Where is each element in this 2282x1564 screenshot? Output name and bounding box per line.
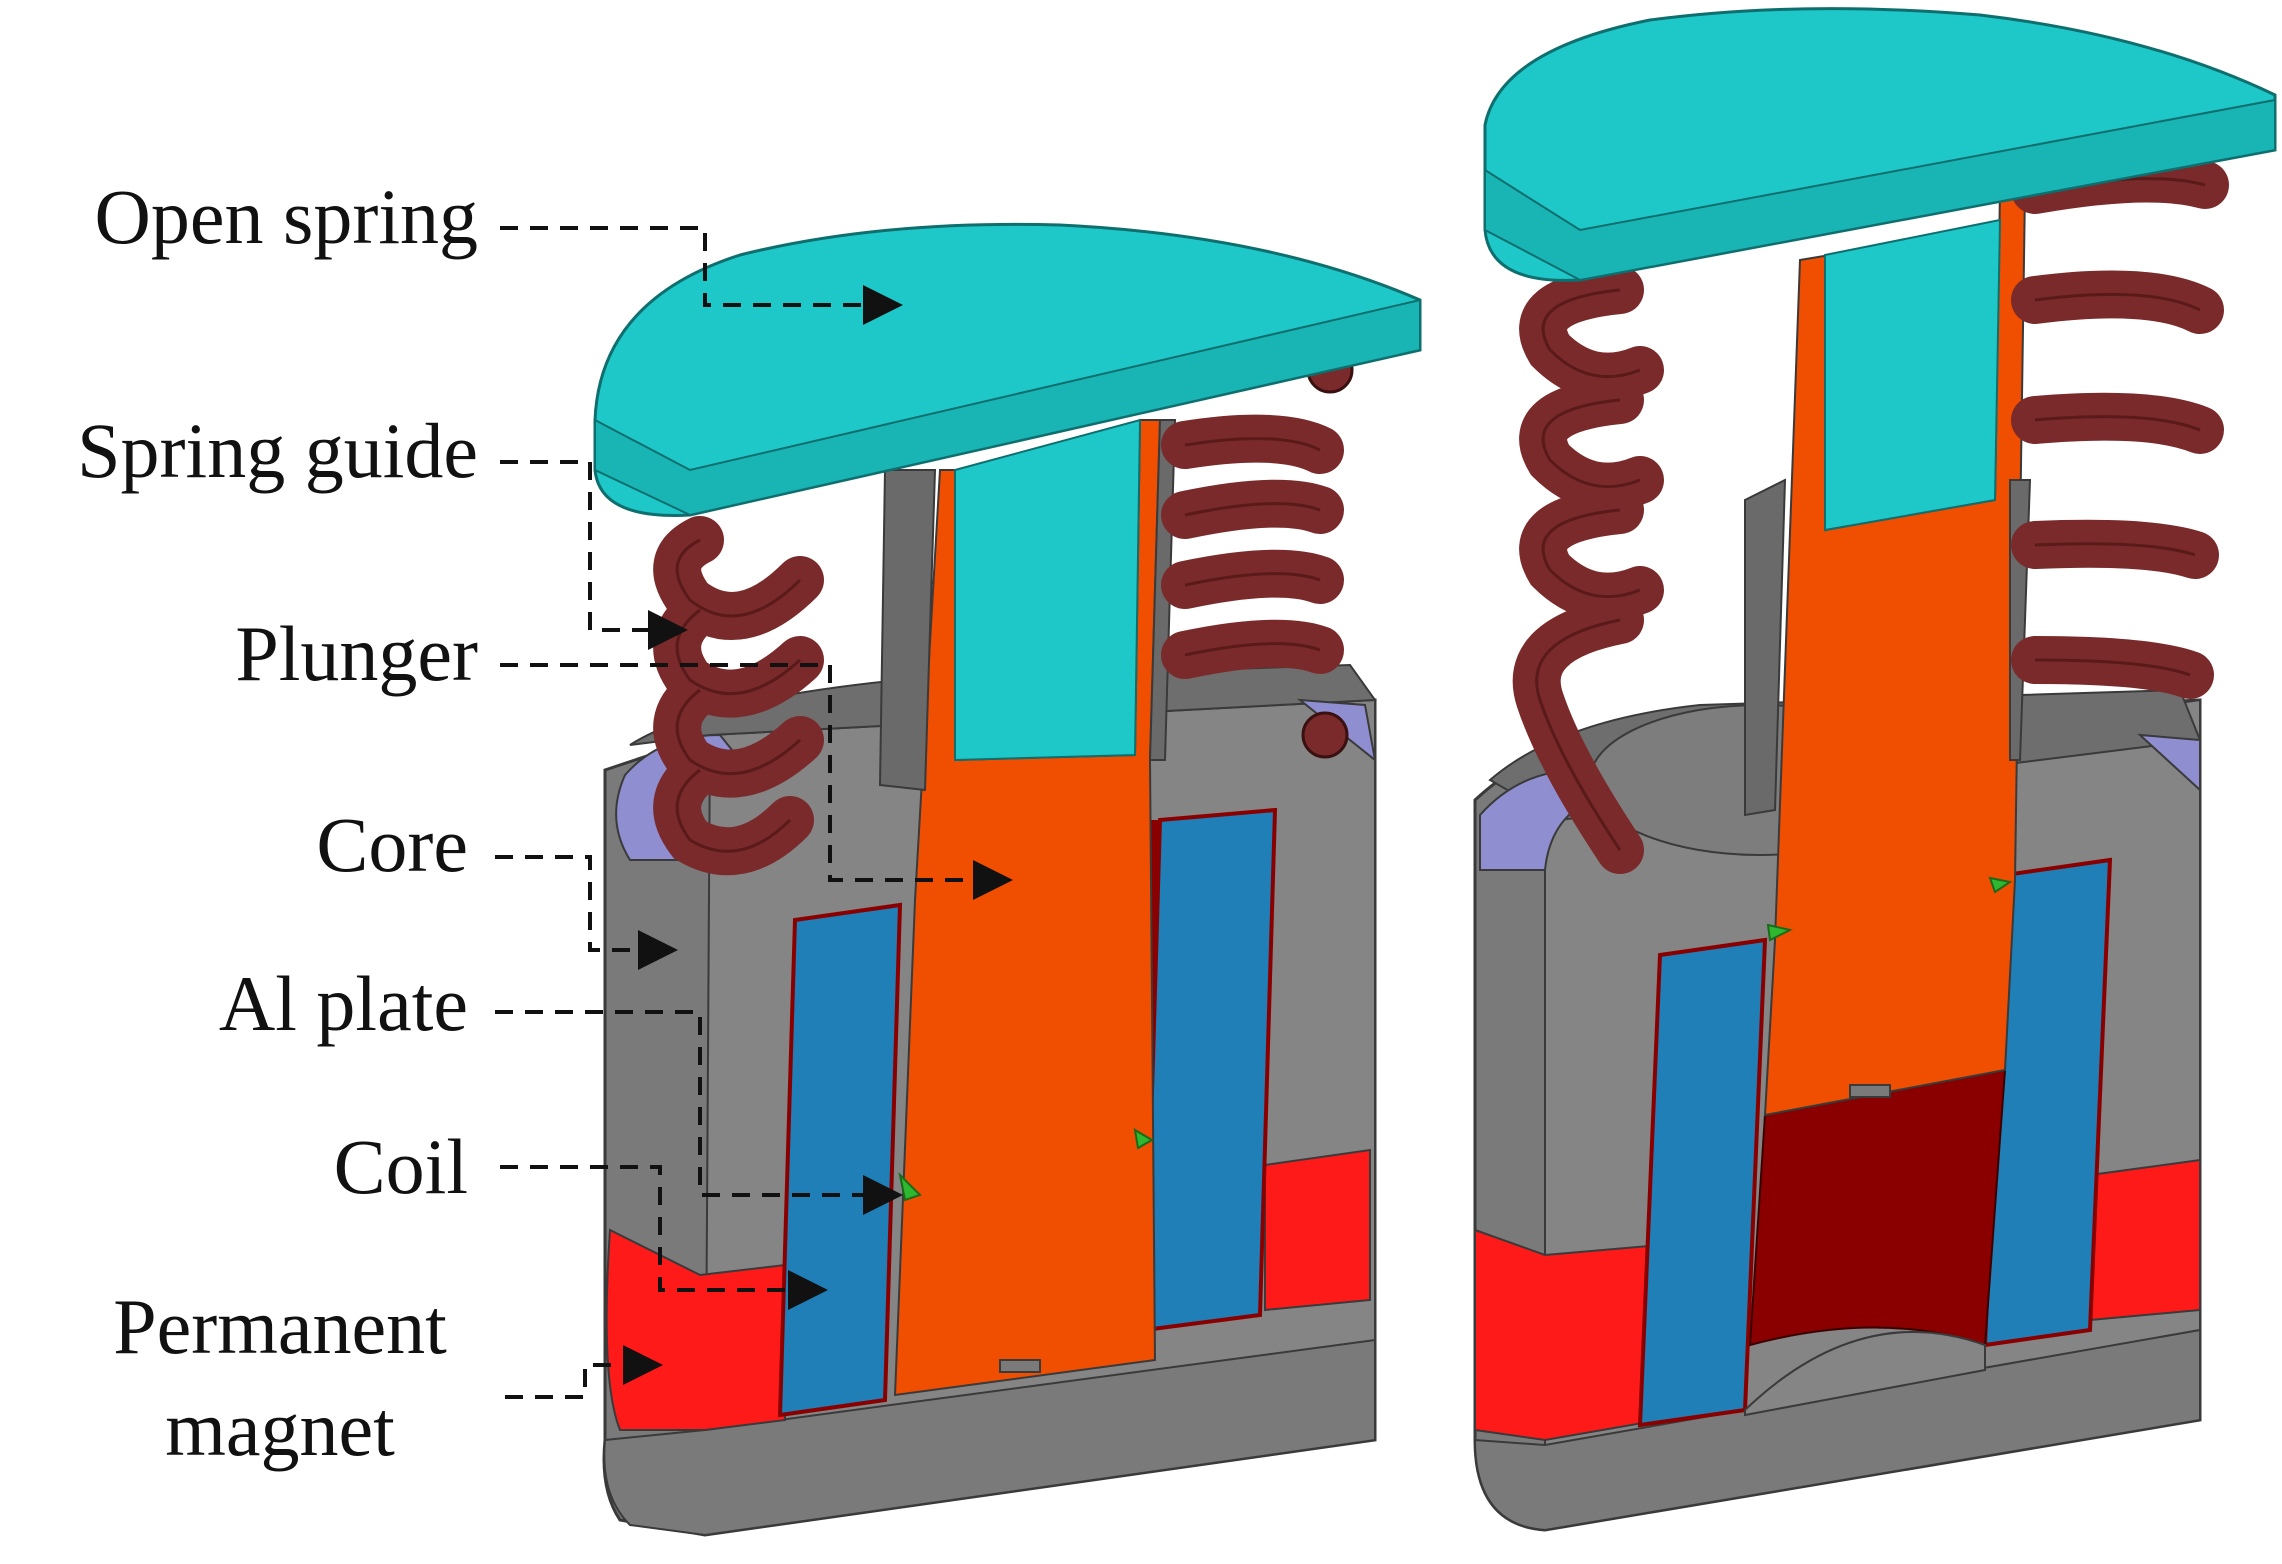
leader-permanent-magnet	[505, 1345, 663, 1399]
leader-plunger	[500, 663, 1013, 900]
left-spring-guide	[593, 222, 1422, 517]
right-actuator	[1473, 7, 2277, 1532]
label-core: Core	[316, 801, 468, 888]
left-actuator	[593, 222, 1422, 1537]
leader-lines	[495, 226, 1013, 1399]
leader-open-spring	[500, 226, 903, 325]
right-magnet-left	[1474, 1228, 1661, 1442]
label-coil: Coil	[333, 1123, 468, 1210]
leader-coil	[500, 1165, 828, 1310]
right-al-plate	[1766, 923, 1793, 942]
right-coil-left	[1637, 937, 1768, 1428]
label-permanent-magnet-line2: magnet	[165, 1385, 395, 1472]
label-spring-guide: Spring guide	[77, 407, 478, 494]
leader-core	[495, 855, 678, 970]
leader-spring-guide	[500, 460, 688, 650]
left-magnet-right	[1264, 1148, 1371, 1312]
left-coil-left	[777, 902, 903, 1418]
label-plunger: Plunger	[235, 610, 478, 697]
label-permanent-magnet-line1: Permanent	[113, 1283, 447, 1370]
left-coil-right	[1142, 807, 1278, 1333]
left-core-bottom	[603, 1338, 1376, 1537]
right-magnet-right	[2089, 1158, 2201, 1322]
label-open-spring: Open spring	[94, 173, 478, 260]
label-al-plate: Al plate	[218, 960, 468, 1047]
leader-al-plate	[495, 1010, 903, 1215]
